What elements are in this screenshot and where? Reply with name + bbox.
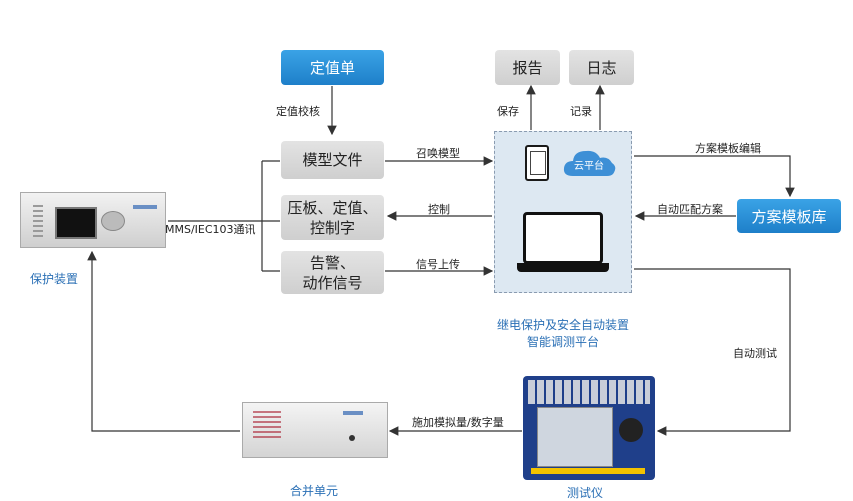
record-label: 记录 [570, 105, 592, 118]
log-node: 日志 [569, 50, 634, 85]
model-file-node: 模型文件 [281, 141, 384, 179]
mms-label: MMS/IEC103通讯 [165, 223, 256, 236]
settings-sheet-label: 定值单 [309, 59, 355, 77]
plate-setting-node: 压板、定值、 控制字 [281, 195, 384, 240]
merging-unit-image [242, 402, 388, 458]
tester-caption: 测试仪 [567, 486, 604, 500]
settings-sheet-node: 定值单 [281, 50, 384, 85]
alarm-signal-label: 告警、 动作信号 [302, 253, 363, 292]
log-label: 日志 [586, 58, 617, 77]
tester-image [523, 376, 655, 480]
report-label: 报告 [512, 58, 543, 77]
settings-check-label: 定值校核 [276, 105, 320, 118]
platform-label: 继电保护及安全自动装置 智能调测平台 [496, 318, 629, 349]
model-file-label: 模型文件 [302, 151, 363, 169]
save-label: 保存 [497, 105, 519, 118]
apply-quantity-label: 施加模拟量/数字量 [412, 416, 504, 429]
protection-device-image [20, 192, 166, 248]
signal-upload-label: 信号上传 [416, 258, 460, 271]
protection-device-caption: 保护装置 [30, 272, 79, 286]
auto-match-label: 自动匹配方案 [657, 203, 723, 216]
cloud-label: 云平台 [574, 161, 604, 172]
merging-unit-caption: 合并单元 [290, 484, 339, 498]
auto-test-label: 自动测试 [733, 347, 777, 360]
platform-panel: 云平台 [494, 131, 632, 293]
edge-merge-to-device [87, 250, 240, 432]
tablet-icon [525, 145, 549, 181]
template-library-label: 方案模板库 [751, 207, 827, 226]
laptop-icon [517, 212, 609, 274]
report-node: 报告 [495, 50, 560, 85]
cloud-icon: 云平台 [561, 146, 619, 180]
call-model-label: 召唤模型 [416, 147, 460, 160]
template-library-node: 方案模板库 [737, 199, 841, 233]
plate-setting-label: 压板、定值、 控制字 [287, 198, 378, 237]
template-edit-label: 方案模板编辑 [695, 142, 761, 155]
control-label: 控制 [428, 203, 450, 216]
alarm-signal-node: 告警、 动作信号 [281, 251, 384, 294]
edge-template-edit [634, 155, 795, 198]
platform-caption: 继电保护及安全自动装置 智能调测平台 [483, 300, 643, 351]
edge-auto-test [634, 268, 791, 436]
